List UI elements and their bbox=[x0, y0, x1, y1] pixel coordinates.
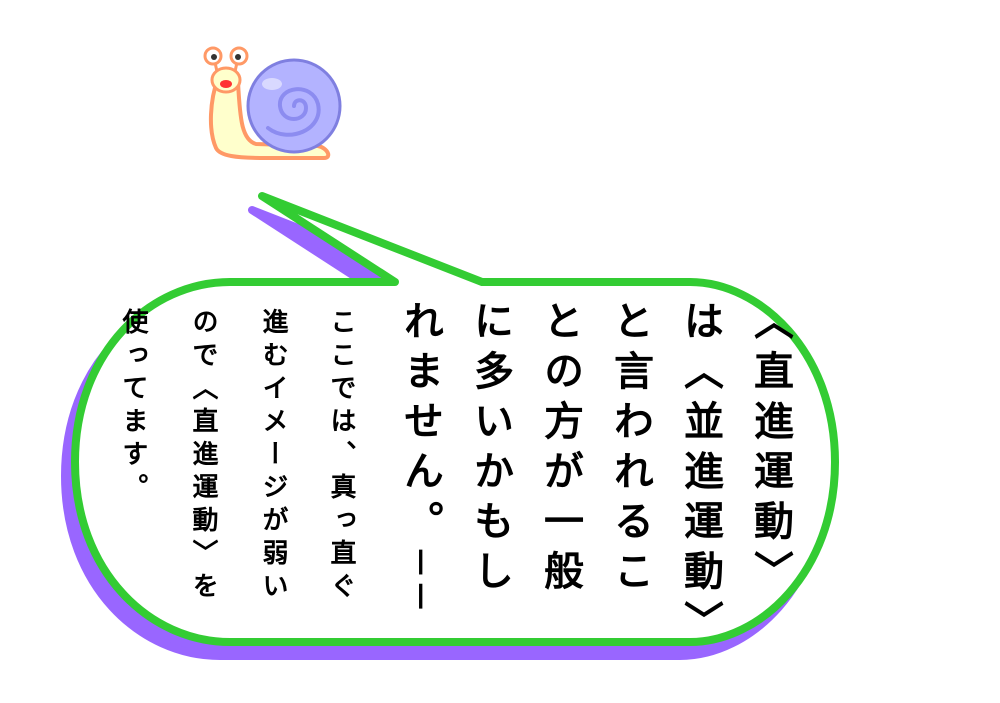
speech-column-3: と言われるこ bbox=[607, 300, 653, 600]
speech-column-6: れません。── bbox=[397, 300, 443, 619]
speech-text: 〈直進運動〉 は〈並進運動〉 と言われるこ との方が一般 に多いかもし れません… bbox=[100, 300, 800, 660]
speech-column-7: ここでは、真っ直ぐ bbox=[326, 308, 356, 605]
snail-pupil-left bbox=[211, 54, 217, 60]
snail-body bbox=[208, 76, 331, 160]
snail-pupil-right bbox=[235, 54, 241, 60]
speech-column-8: 進むイメージが弱い bbox=[258, 308, 288, 605]
speech-column-1: 〈直進運動〉 bbox=[747, 300, 793, 600]
speech-column-2: は〈並進運動〉 bbox=[677, 300, 723, 650]
snail-shell-spiral bbox=[266, 87, 321, 137]
speech-column-10: 使ってます。 bbox=[118, 308, 148, 506]
speech-column-4: との方が一般 bbox=[537, 300, 583, 600]
speech-column-5: に多いかもし bbox=[467, 300, 513, 600]
snail-mouth bbox=[220, 80, 232, 88]
snail-shell-highlight bbox=[262, 78, 282, 90]
speech-column-9: ので〈直進運動〉を bbox=[188, 308, 218, 605]
bubble-shape bbox=[71, 192, 839, 646]
snail-icon bbox=[203, 46, 342, 160]
